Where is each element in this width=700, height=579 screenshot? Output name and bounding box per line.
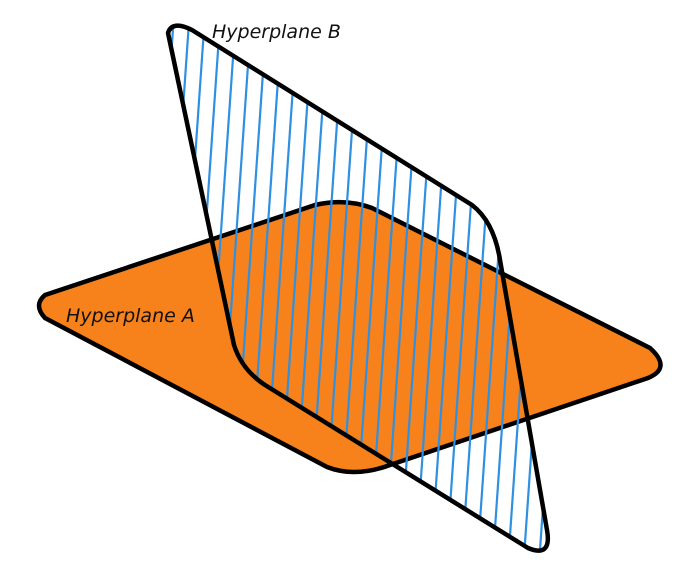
hyperplane-b-outline <box>165 23 551 553</box>
hatch-line <box>585 0 625 579</box>
hyperplane-b-label: Hyperplane B <box>212 21 341 43</box>
hatch-line <box>569 0 609 579</box>
hatch-line <box>600 0 640 579</box>
hyperplane-a-surface <box>36 199 663 475</box>
hatch-line <box>616 0 656 579</box>
hatch-line <box>693 0 700 579</box>
hatch-line <box>647 0 687 579</box>
hyperplane-a-label: Hyperplane A <box>66 305 195 327</box>
hatch-line <box>536 25 548 551</box>
hatch-line <box>554 0 594 579</box>
hatch-line <box>631 0 671 579</box>
hatch-line <box>678 0 700 579</box>
hatch-line <box>662 0 700 579</box>
